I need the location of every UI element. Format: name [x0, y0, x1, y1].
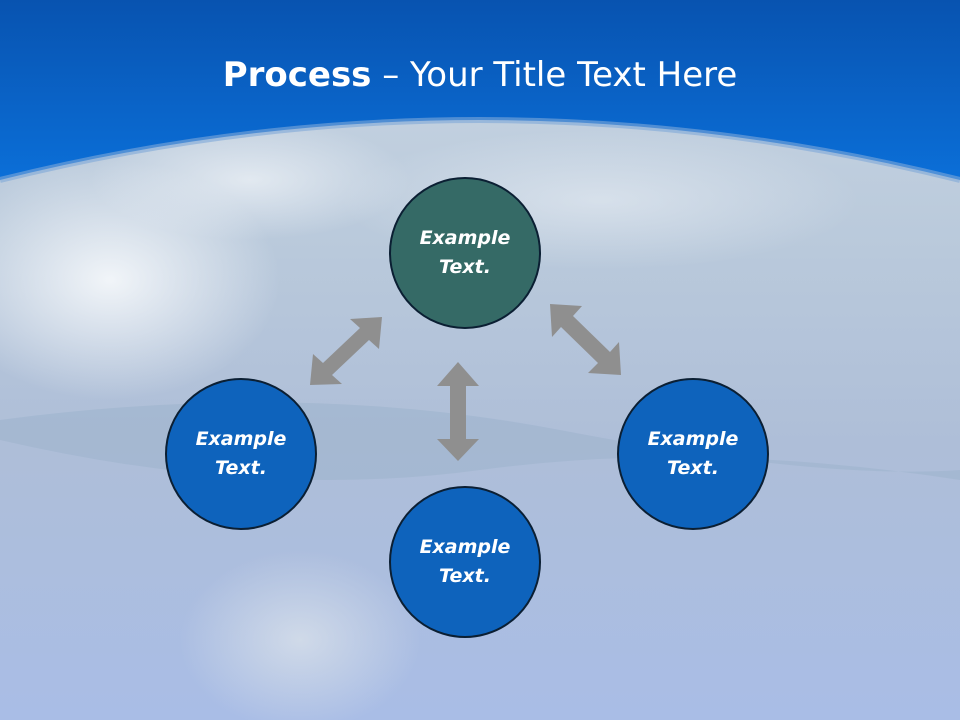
title-bold: Process	[222, 55, 372, 95]
node-center-text: Example Text.	[419, 227, 511, 278]
process-node-right: Example Text.	[617, 378, 769, 530]
slide-title: Process – Your Title Text Here	[0, 52, 960, 98]
node-left-text: Example Text.	[195, 428, 287, 479]
process-node-center: Example Text.	[389, 177, 541, 329]
process-node-bottom: Example Text.	[389, 486, 541, 638]
node-bottom-text: Example Text.	[419, 536, 511, 587]
title-rest: – Your Title Text Here	[371, 55, 738, 95]
process-node-left: Example Text.	[165, 378, 317, 530]
double-arrow-vertical	[437, 362, 479, 461]
double-arrow-left-diagonal	[310, 317, 382, 385]
node-right-text: Example Text.	[647, 428, 739, 479]
double-arrow-right-diagonal	[550, 304, 621, 375]
